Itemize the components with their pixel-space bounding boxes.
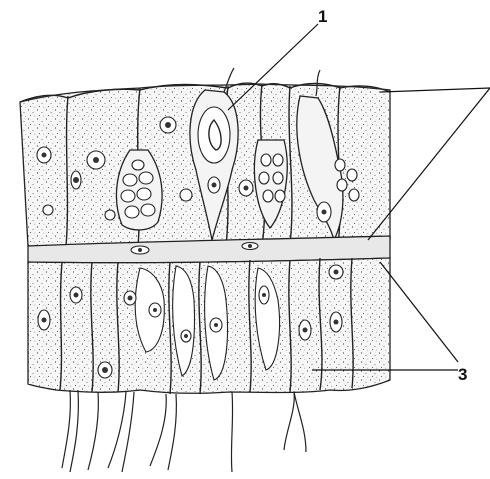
leader-line-3a [380, 262, 458, 362]
ciliated-cell-nucleolus [322, 210, 327, 215]
lower-cilia [62, 390, 306, 472]
upper-epithelium [20, 68, 390, 246]
goblet-cell-mucus [198, 107, 230, 163]
label-1: 1 [318, 7, 327, 26]
lower-epithelium [28, 258, 390, 394]
leader-line-2a [380, 88, 490, 92]
goblet-cell-nucleolus [212, 183, 217, 188]
label-3: 3 [458, 365, 467, 384]
